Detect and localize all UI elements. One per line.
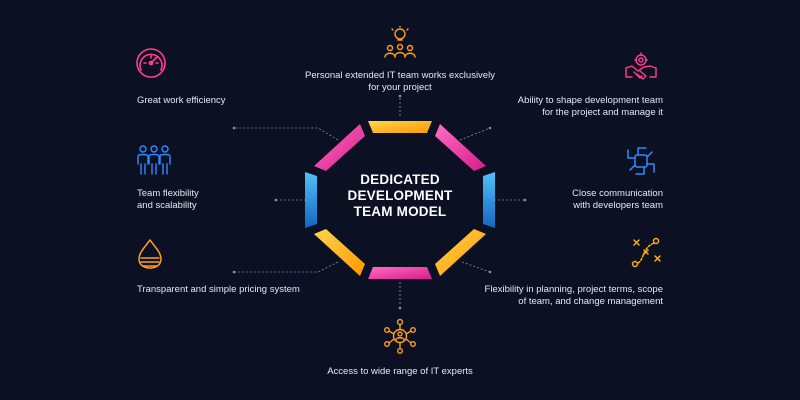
connector-top-left: [234, 127, 339, 141]
feature-label-top-right: Ability to shape development team for th…: [470, 95, 663, 119]
team-group-icon: [137, 145, 171, 175]
feature-right-line-2: with developers team: [573, 200, 663, 211]
feature-label-top-left: Great work efficiency: [137, 95, 297, 107]
feature-left-line-2: and scalability: [137, 200, 197, 211]
feature-right-line-1: Close communication: [572, 188, 663, 199]
connector-bottom-right: [461, 261, 491, 273]
handshake-gear-icon: [625, 52, 657, 80]
speedometer-icon: [136, 48, 166, 78]
feature-top-left-line-1: Great work efficiency: [137, 95, 226, 106]
segment-right: [483, 172, 495, 228]
segment-top-right: [435, 124, 486, 171]
segment-top: [368, 121, 432, 133]
strategy-plan-icon: [631, 237, 661, 268]
feature-top-right-line-1: Ability to shape development team: [517, 95, 663, 106]
feature-label-bottom-right: Flexibility in planning, project terms, …: [440, 284, 663, 308]
feature-left-line-1: Team flexibility: [137, 188, 199, 199]
feature-label-right: Close communication with developers team: [500, 188, 663, 212]
connector-bottom-left: [234, 261, 339, 273]
feature-bottom-line-1: Access to wide range of IT experts: [327, 366, 473, 377]
expert-network-icon: [384, 318, 417, 354]
segment-bottom-left: [314, 229, 365, 276]
feature-bottom-left-line-1: Transparent and simple pricing system: [137, 284, 300, 295]
center-title-line-3: TEAM MODEL: [353, 204, 447, 219]
feature-label-left: Team flexibility and scalability: [137, 188, 277, 212]
center-title-line-2: DEVELOPMENT: [347, 188, 453, 203]
feature-label-top: Personal extended IT team works exclusiv…: [280, 70, 520, 94]
feature-bottom-right-line-1: Flexibility in planning, project terms, …: [484, 284, 663, 295]
segment-top-left: [314, 124, 365, 171]
center-title-line-1: DEDICATED: [360, 172, 440, 187]
coin-drop-icon: [138, 239, 162, 269]
feature-top-right-line-2: for the project and manage it: [542, 107, 663, 118]
feature-top-line-2: for your project: [368, 82, 432, 93]
linked-hands-icon: [627, 147, 655, 175]
feature-label-bottom: Access to wide range of IT experts: [280, 366, 520, 378]
idea-team-icon: [384, 26, 416, 58]
feature-top-line-1: Personal extended IT team works exclusiv…: [305, 70, 495, 81]
feature-bottom-right-line-2: of team, and change management: [518, 296, 663, 307]
connector-top-right: [459, 127, 491, 141]
segment-bottom: [368, 267, 432, 279]
center-title: DEDICATED DEVELOPMENT TEAM MODEL: [320, 172, 480, 220]
feature-label-bottom-left: Transparent and simple pricing system: [137, 284, 357, 296]
segment-left: [305, 172, 317, 228]
segment-bottom-right: [435, 229, 486, 276]
